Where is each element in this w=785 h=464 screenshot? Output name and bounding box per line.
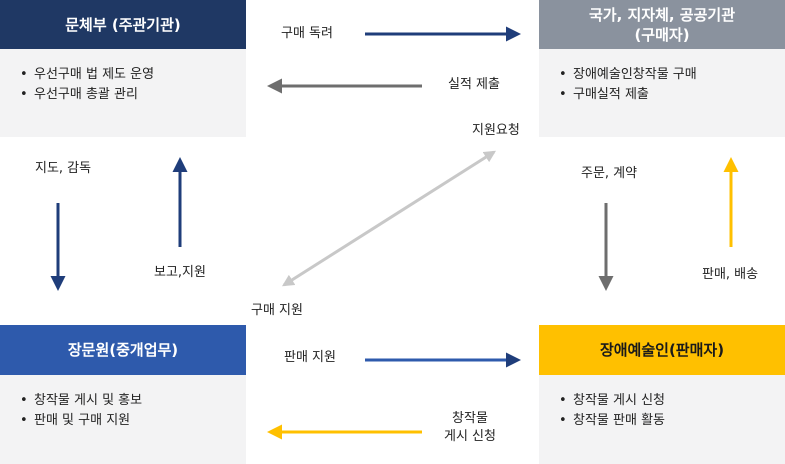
artists-title: 장애예술인(판매자) xyxy=(599,341,725,359)
label-order-contract: 주문, 계약 xyxy=(581,166,638,181)
artists-list: 창작물 게시 신청 창작물 판매 활동 xyxy=(559,391,785,431)
label-work-submit: 창작물 게시 신청 xyxy=(444,410,496,446)
buyers-header: 국가, 지자체, 공공기관 (구매자) xyxy=(539,0,785,49)
arrow-support-diagonal xyxy=(281,150,497,287)
label-work-submit-line2: 게시 신청 xyxy=(444,429,496,444)
buyers-body: 장애예술인창작물 구매 구매실적 제출 xyxy=(539,49,785,137)
artists-header: 장애예술인(판매자) xyxy=(539,325,785,375)
list-item: 우선구매 총괄 관리 xyxy=(20,85,246,105)
label-sale-delivery: 판매, 배송 xyxy=(702,267,759,282)
label-sale-support: 판매 지원 xyxy=(284,350,336,365)
list-item: 구매실적 제출 xyxy=(559,85,785,105)
list-item: 우선구매 법 제도 운영 xyxy=(20,65,246,85)
label-guidance: 지도, 감독 xyxy=(35,161,92,176)
list-item: 창작물 게시 및 홍보 xyxy=(20,391,246,411)
label-report-support: 보고,지원 xyxy=(154,265,206,280)
list-item: 창작물 게시 신청 xyxy=(559,391,785,411)
list-item: 장애예술인창작물 구매 xyxy=(559,65,785,85)
label-purchase-support: 구매 지원 xyxy=(251,303,303,318)
ministry-title: 문체부 (주관기관) xyxy=(65,15,181,34)
artists-body: 창작물 게시 신청 창작물 판매 활동 xyxy=(539,375,785,464)
buyers-title-line2: (구매자) xyxy=(634,25,690,44)
list-item: 창작물 판매 활동 xyxy=(559,411,785,431)
agency-title: 장문원(중개업무) xyxy=(67,341,179,359)
label-work-submit-line1: 창작물 xyxy=(452,411,488,426)
ministry-header: 문체부 (주관기관) xyxy=(0,0,246,49)
buyers-list: 장애예술인창작물 구매 구매실적 제출 xyxy=(559,65,785,105)
label-performance-submit: 실적 제출 xyxy=(448,77,500,92)
ministry-body: 우선구매 법 제도 운영 우선구매 총괄 관리 xyxy=(0,49,246,137)
list-item: 판매 및 구매 지원 xyxy=(20,411,246,431)
buyers-title-line1: 국가, 지자체, 공공기관 xyxy=(588,5,736,24)
label-support-request: 지원요청 xyxy=(472,123,520,138)
ministry-list: 우선구매 법 제도 운영 우선구매 총괄 관리 xyxy=(20,65,246,105)
agency-body: 창작물 게시 및 홍보 판매 및 구매 지원 xyxy=(0,375,246,464)
agency-header: 장문원(중개업무) xyxy=(0,325,246,375)
agency-list: 창작물 게시 및 홍보 판매 및 구매 지원 xyxy=(20,391,246,431)
label-purchase-encourage: 구매 독려 xyxy=(281,26,333,41)
